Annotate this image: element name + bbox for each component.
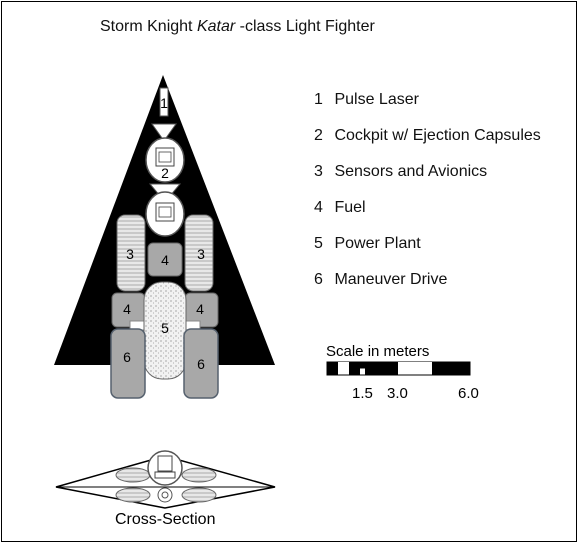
cross-section-laser xyxy=(157,487,173,503)
component-label-1: 1 xyxy=(160,95,168,111)
legend-item: 2 Cockpit w/ Ejection Capsules xyxy=(314,127,541,144)
scale-bar xyxy=(326,361,471,376)
scale-label: Scale in meters xyxy=(326,343,430,360)
cross-section-view xyxy=(55,450,276,509)
component-label-2: 2 xyxy=(161,165,169,181)
scale-tick-6-0: 6.0 xyxy=(458,385,479,402)
legend-item: 1 Pulse Laser xyxy=(314,91,419,108)
component-label-3-left: 3 xyxy=(126,246,134,262)
component-label-6-right: 6 xyxy=(197,356,205,372)
component-label-3-right: 3 xyxy=(197,246,205,262)
pulse-laser-barrel xyxy=(159,87,169,117)
component-label-4-right: 4 xyxy=(196,301,204,317)
component-label-4-center: 4 xyxy=(161,252,169,268)
maneuver-drive-right xyxy=(183,328,219,399)
component-label-5: 5 xyxy=(161,320,169,336)
cockpit-seat-rear xyxy=(155,202,175,222)
scale-tick-1-5: 1.5 xyxy=(352,385,373,402)
component-legend: 1 Pulse Laser 2 Cockpit w/ Ejection Caps… xyxy=(314,90,541,306)
maneuver-drive-left xyxy=(110,328,146,399)
component-label-4-left: 4 xyxy=(123,301,131,317)
legend-item: 3 Sensors and Avionics xyxy=(314,163,488,180)
component-label-6-left: 6 xyxy=(123,349,131,365)
legend-item: 5 Power Plant xyxy=(314,235,421,252)
cockpit-seat-front xyxy=(155,147,175,167)
sensors-right xyxy=(184,214,214,292)
fuel-tank-center xyxy=(147,242,183,277)
cross-section-label: Cross-Section xyxy=(115,511,216,528)
diagram-title: Storm Knight Katar -class Light Fighter xyxy=(100,18,375,35)
scale-tick-3-0: 3.0 xyxy=(387,385,408,402)
legend-item: 6 Maneuver Drive xyxy=(314,271,448,288)
sensors-left xyxy=(116,214,146,292)
legend-item: 4 Fuel xyxy=(314,199,366,216)
